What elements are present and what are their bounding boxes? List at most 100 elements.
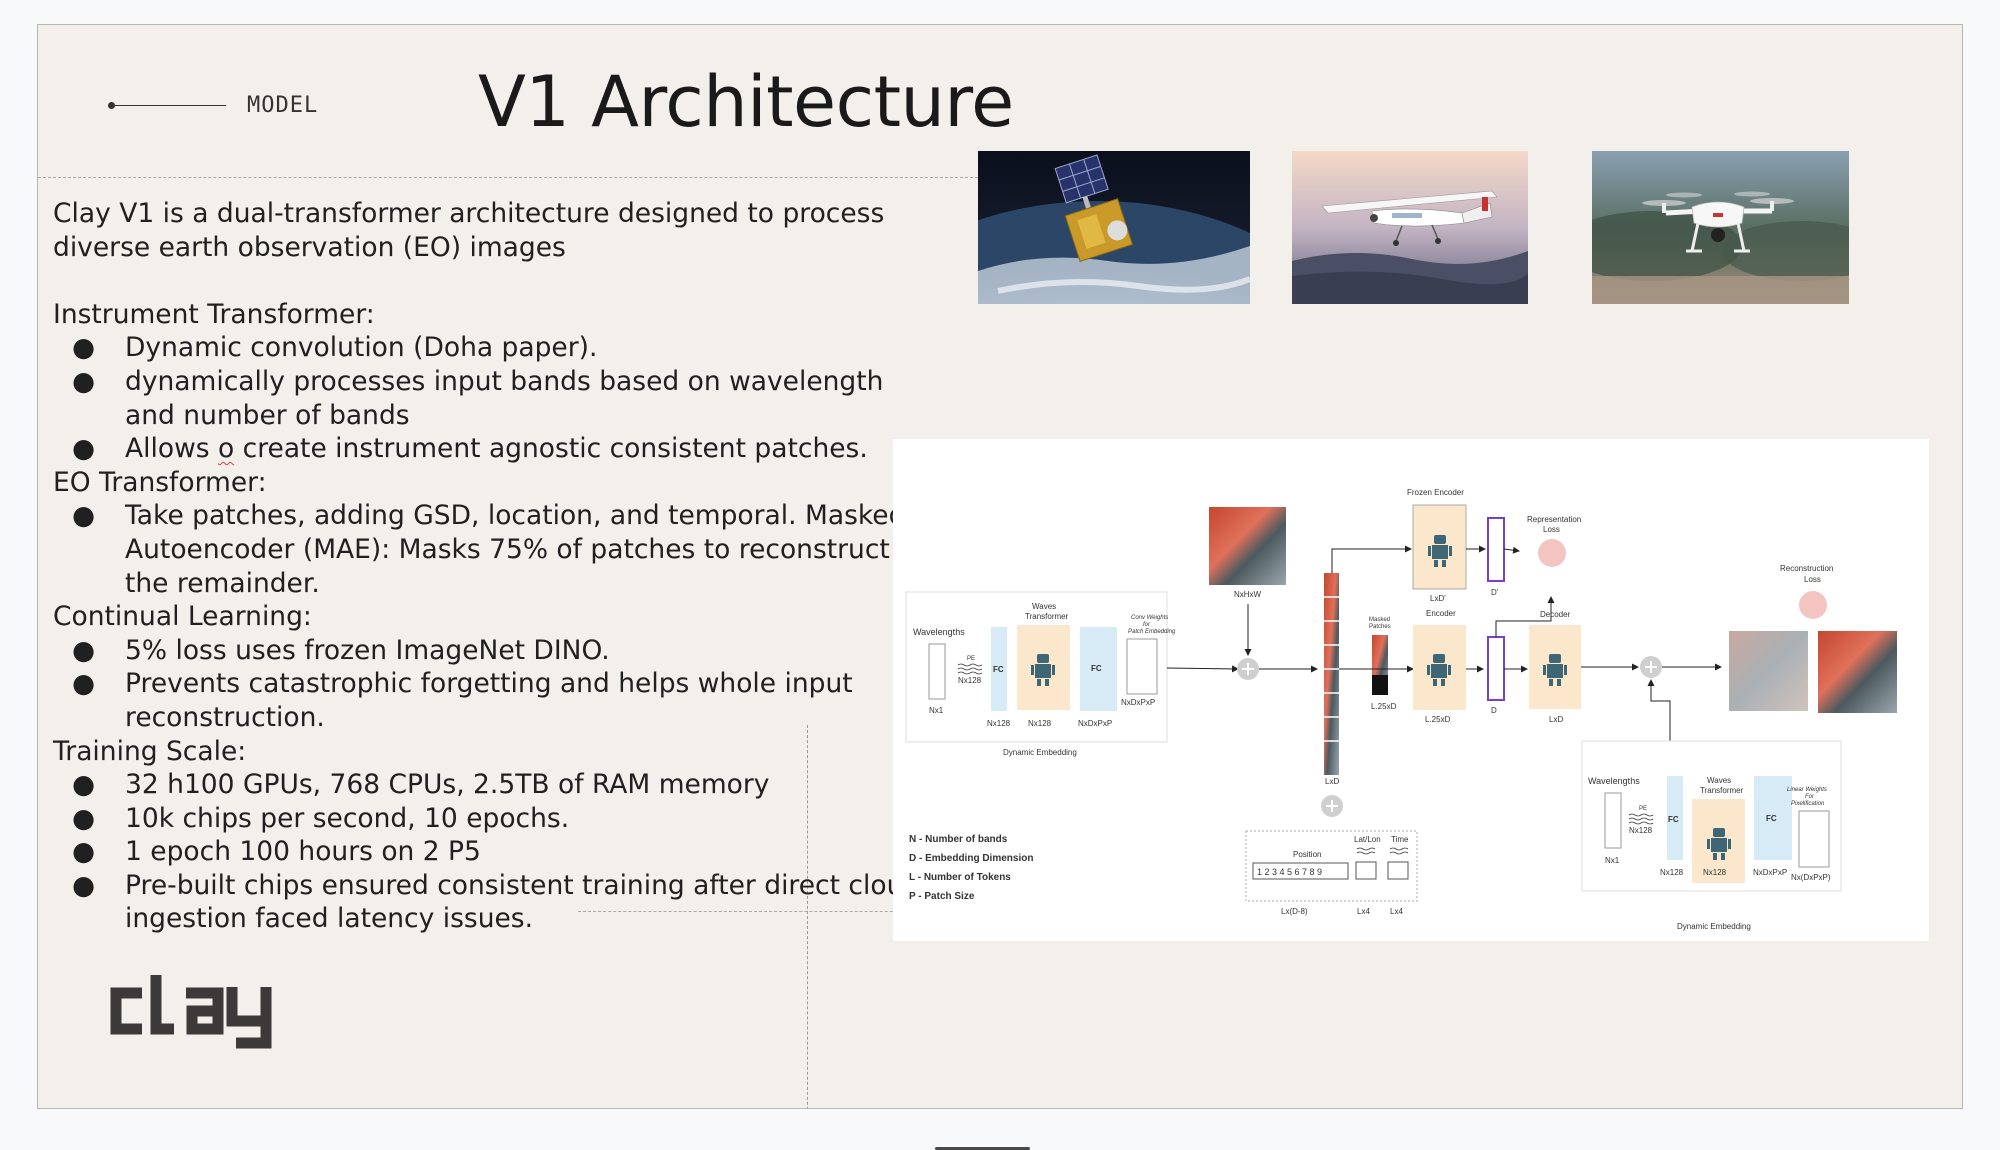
l25xd-masked-label: L.25xD bbox=[1371, 702, 1397, 711]
architecture-diagram: Wavelengths Nx1 PE Nx128 FC Nx128 Waves … bbox=[893, 439, 1929, 941]
robot-icon bbox=[1428, 535, 1452, 567]
d-prime-label: D' bbox=[1491, 588, 1499, 597]
conv-weights-label-2: for bbox=[1143, 622, 1151, 628]
lx-d8-label: Lx(D-8) bbox=[1281, 907, 1308, 916]
pe-label-2: PE bbox=[1639, 806, 1647, 812]
list-item: ●Pre-built chips ensured consistent trai… bbox=[53, 869, 923, 936]
legend-p: P - Patch Size bbox=[909, 891, 975, 902]
section-label: MODEL bbox=[247, 93, 319, 118]
slide-title: V1 Architecture bbox=[478, 61, 1014, 143]
guide-line-horizontal-lower bbox=[578, 911, 928, 912]
nxdxpxp-label-2: NxDxPxP bbox=[1753, 868, 1787, 877]
legend-n: N - Number of bands bbox=[909, 834, 1008, 845]
nx128-fc-label-2: Nx128 bbox=[1660, 868, 1684, 877]
nx1-label-2: Nx1 bbox=[1605, 856, 1620, 865]
list-item: ●Allows o create instrument agnostic con… bbox=[53, 432, 923, 466]
list-item: ●1 epoch 100 hours on 2 P5 bbox=[53, 835, 923, 869]
representation-loss-label-1: Representation bbox=[1527, 515, 1581, 524]
position-seq: 1 2 3 4 5 6 7 8 9 bbox=[1257, 867, 1322, 877]
bullet-icon: ● bbox=[72, 500, 96, 532]
time-label: Time bbox=[1391, 835, 1409, 844]
decoder-label: Decoder bbox=[1540, 610, 1571, 619]
bullet-icon: ● bbox=[72, 634, 96, 666]
dynamic-embedding-label-2: Dynamic Embedding bbox=[1677, 922, 1751, 931]
continual-heading: Continual Learning: bbox=[53, 601, 312, 633]
nx128-pe-label: Nx128 bbox=[958, 676, 982, 685]
lx4-latlon-label: Lx4 bbox=[1357, 907, 1370, 916]
nxdxpxp-out-label: NxDxPxP bbox=[1121, 698, 1155, 707]
section-tag-dot bbox=[108, 102, 115, 109]
wavelengths-label-2: Wavelengths bbox=[1588, 776, 1640, 786]
guide-line-vertical bbox=[807, 725, 808, 1108]
bullet-icon: ● bbox=[72, 433, 96, 465]
nxhxw-label: NxHxW bbox=[1234, 590, 1262, 599]
intro-line-2: diverse earth observation (EO) images bbox=[53, 231, 566, 263]
position-label: Position bbox=[1293, 850, 1321, 859]
bullet-icon: ● bbox=[72, 668, 96, 700]
reconstruction-loss-label-2: Loss bbox=[1804, 575, 1821, 584]
slide-body-text: Clay V1 is a dual-transformer architectu… bbox=[53, 197, 923, 936]
legend-l: L - Number of Tokens bbox=[909, 872, 1011, 883]
robot-icon bbox=[1707, 828, 1731, 860]
intro-line-1: Clay V1 is a dual-transformer architectu… bbox=[53, 198, 885, 229]
waves-transformer-label-1: Waves bbox=[1032, 602, 1056, 611]
masked-patches-label-1: Masked bbox=[1369, 617, 1390, 623]
nx128-pe-label-2: Nx128 bbox=[1629, 826, 1653, 835]
robot-icon bbox=[1031, 654, 1055, 686]
waves-transformer-label-4: Transformer bbox=[1700, 786, 1744, 795]
training-heading: Training Scale: bbox=[53, 735, 247, 767]
bullet-icon: ● bbox=[72, 332, 96, 364]
robot-icon bbox=[1543, 654, 1567, 686]
list-item: ●dynamically processes input bands based… bbox=[53, 365, 923, 432]
waves-transformer-label-3: Waves bbox=[1707, 776, 1731, 785]
nxdxpxp-label: NxDxPxP bbox=[1078, 719, 1112, 728]
satellite-photo bbox=[978, 151, 1250, 304]
bullet-icon: ● bbox=[72, 836, 96, 868]
d-label: D bbox=[1491, 706, 1497, 715]
robot-icon bbox=[1427, 654, 1451, 686]
nx128-fc-label: Nx128 bbox=[987, 719, 1011, 728]
list-item: ●Take patches, adding GSD, location, and… bbox=[53, 499, 923, 600]
bullet-icon: ● bbox=[72, 769, 96, 801]
patch-strip bbox=[1324, 573, 1339, 775]
waves-transformer-label-2: Transformer bbox=[1025, 612, 1069, 621]
paragraph-gap bbox=[53, 264, 923, 298]
scrollbar-thumb[interactable] bbox=[935, 1147, 1030, 1150]
spellcheck-underline: o bbox=[217, 433, 235, 465]
conv-weights-label-1: Conv Weights bbox=[1131, 615, 1168, 621]
clay-logo bbox=[106, 969, 286, 1054]
encoder-label: Encoder bbox=[1426, 609, 1456, 618]
bullet-icon: ● bbox=[72, 802, 96, 834]
linear-weights-label-3: Pixelification bbox=[1791, 801, 1825, 807]
pe-label: PE bbox=[967, 656, 975, 662]
eo-heading: EO Transformer: bbox=[53, 466, 267, 498]
lxd-decoder-label: LxD bbox=[1549, 715, 1563, 724]
list-item: ●5% loss uses frozen ImageNet DINO. bbox=[53, 634, 923, 668]
nx1-label: Nx1 bbox=[929, 706, 944, 715]
dynamic-embedding-label: Dynamic Embedding bbox=[1003, 748, 1077, 757]
fc-label-3: FC bbox=[1766, 814, 1777, 823]
bullet-icon: ● bbox=[72, 365, 96, 397]
linear-weights-label-1: Linear Weights bbox=[1787, 787, 1827, 793]
nx128-wt-label: Nx128 bbox=[1028, 719, 1052, 728]
masked-patches-label-2: Patches bbox=[1369, 624, 1391, 630]
list-item: ●10k chips per second, 10 epochs. bbox=[53, 802, 923, 836]
linear-weights-label-2: For bbox=[1805, 794, 1815, 800]
wavelengths-label: Wavelengths bbox=[913, 627, 965, 637]
fc-label-2: FC bbox=[1668, 815, 1679, 824]
nxdxpxp-linear-label: Nx(DxPxP) bbox=[1791, 873, 1831, 882]
section-tag: MODEL bbox=[108, 93, 319, 118]
frozen-encoder-label: Frozen Encoder bbox=[1407, 488, 1464, 497]
drone-photo bbox=[1592, 151, 1849, 304]
l25xd-encoder-label: L.25xD bbox=[1425, 715, 1451, 724]
lxd-prime-label: LxD' bbox=[1430, 594, 1446, 603]
reconstruction-loss-label-1: Reconstruction bbox=[1780, 564, 1833, 573]
list-item: ●32 h100 GPUs, 768 CPUs, 2.5TB of RAM me… bbox=[53, 768, 923, 802]
clay-logo-mark bbox=[110, 975, 272, 1049]
latlon-label: Lat/Lon bbox=[1354, 835, 1381, 844]
section-tag-line bbox=[108, 102, 226, 109]
bullet-icon: ● bbox=[72, 869, 96, 901]
legend-d: D - Embedding Dimension bbox=[909, 853, 1033, 864]
conv-weights-label-3: Patch Embedding bbox=[1128, 629, 1176, 635]
representation-loss-label-2: Loss bbox=[1543, 525, 1560, 534]
